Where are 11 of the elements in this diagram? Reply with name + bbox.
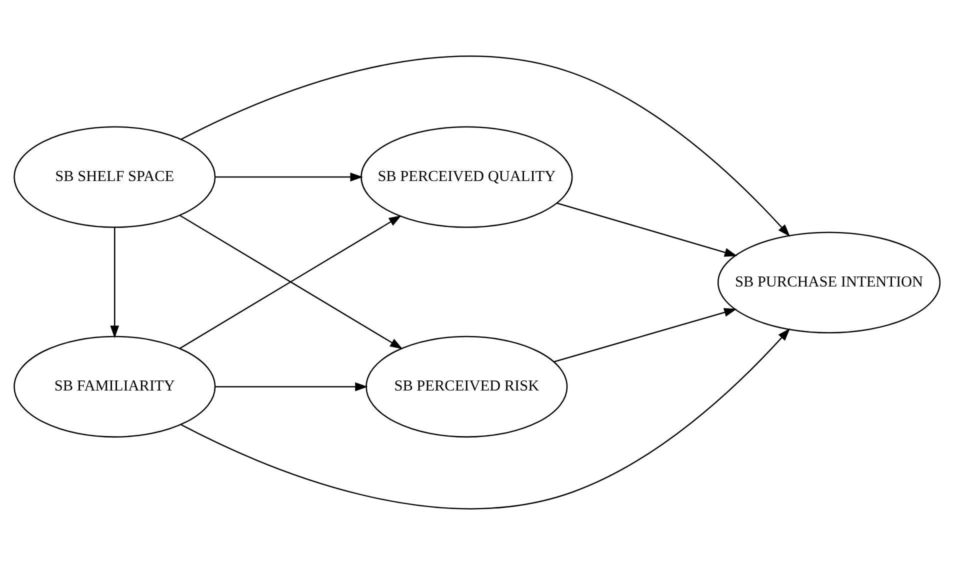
arrow bbox=[180, 56, 790, 237]
node-ellipse: SB PERCEIVED RISK bbox=[365, 336, 568, 438]
node-ellipse: SB FAMILIARITY bbox=[13, 336, 216, 438]
node-ellipse: SB SHELF SPACE bbox=[13, 126, 216, 228]
arrow bbox=[553, 308, 736, 362]
arrow bbox=[556, 202, 737, 257]
arrow bbox=[110, 227, 119, 338]
arrow bbox=[180, 328, 790, 510]
node-ellipse: SB PURCHASE INTENTION bbox=[716, 232, 940, 334]
arrow bbox=[214, 172, 362, 182]
arrow bbox=[214, 382, 368, 392]
